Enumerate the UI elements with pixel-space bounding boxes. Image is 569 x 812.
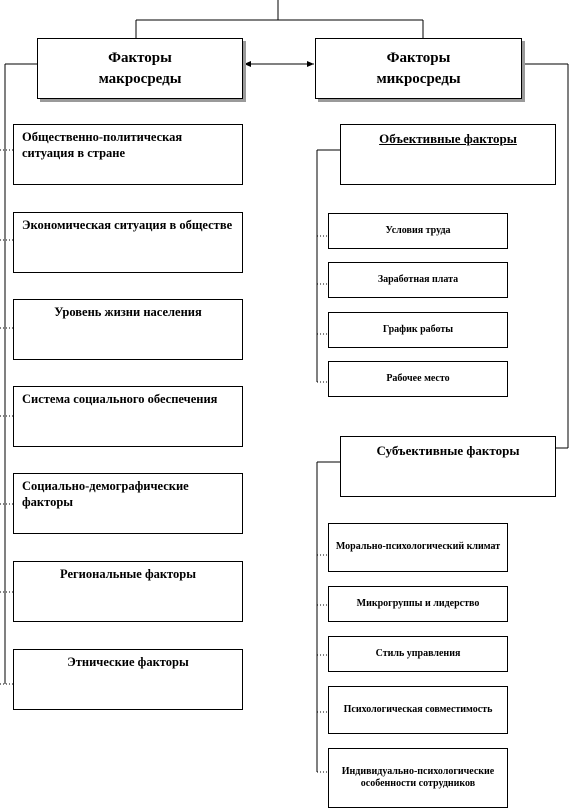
objective-item-schedule: График работы bbox=[328, 312, 508, 348]
subjective-item-microgroups: Микрогруппы и лидерство bbox=[328, 586, 508, 622]
subjective-item-management-style: Стиль управления bbox=[328, 636, 508, 672]
macro-factor-economic: Экономическая ситуация в обществе bbox=[13, 212, 243, 273]
subjective-item-compatibility: Психологическая совместимость bbox=[328, 686, 508, 734]
subjective-item-climate: Морально-психологический климат bbox=[328, 523, 508, 572]
objective-item-working-conditions: Условия труда bbox=[328, 213, 508, 249]
macro-factor-regional: Региональные факторы bbox=[13, 561, 243, 622]
macro-factor-political: Общественно-политическая ситуация в стра… bbox=[13, 124, 243, 185]
macro-factor-living-standard: Уровень жизни населения bbox=[13, 299, 243, 360]
macro-factor-social-security: Система социального обеспечения bbox=[13, 386, 243, 447]
objective-item-salary: Заработная плата bbox=[328, 262, 508, 298]
objective-factors-label: Объективные факторы bbox=[379, 131, 517, 146]
macro-header: Факторы макросреды bbox=[37, 38, 243, 99]
micro-header: Факторы микросреды bbox=[315, 38, 522, 99]
macro-factor-socio-demographic: Социально-демографические факторы bbox=[13, 473, 243, 534]
objective-item-workplace: Рабочее место bbox=[328, 361, 508, 397]
subjective-item-individual-traits: Индивидуально-психологические особенност… bbox=[328, 748, 508, 808]
objective-factors-title: Объективные факторы bbox=[340, 124, 556, 185]
macro-factor-ethnic: Этнические факторы bbox=[13, 649, 243, 710]
subjective-factors-title: Субъективные факторы bbox=[340, 436, 556, 497]
